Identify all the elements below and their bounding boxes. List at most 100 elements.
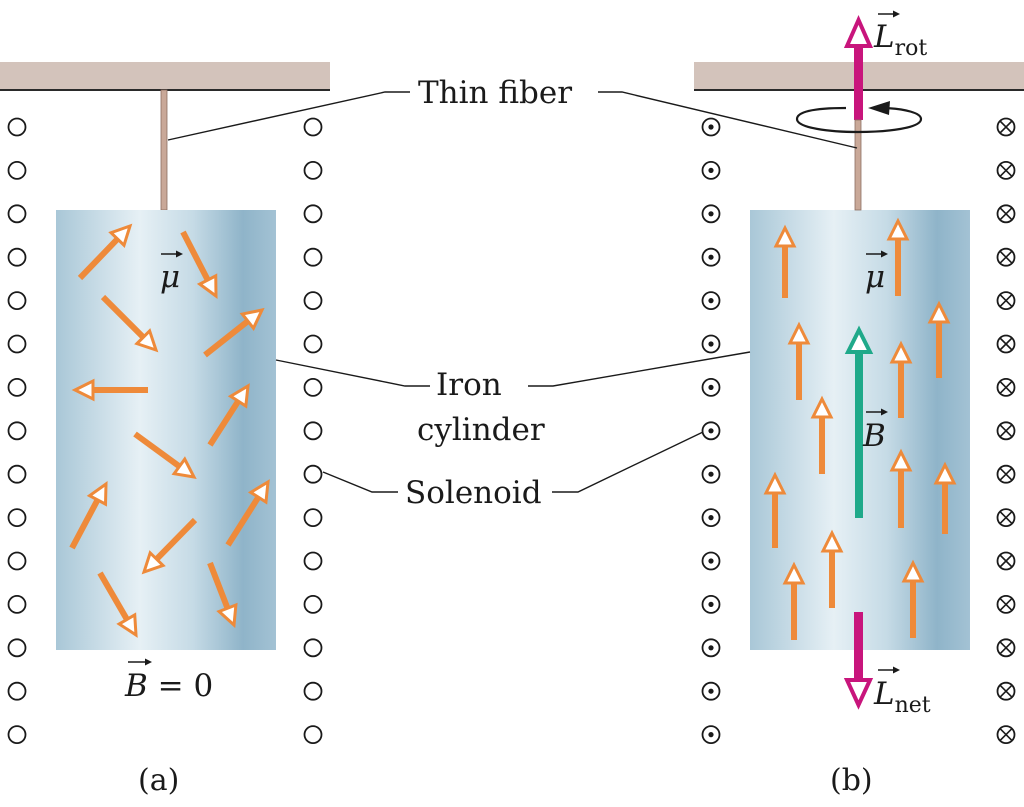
dipole-arrow-b-9 [763, 471, 787, 548]
dipole-arrow-a-6 [207, 383, 250, 447]
mu-symbol-b: μ [865, 259, 885, 295]
coil-circle-a-right-2 [303, 160, 323, 180]
thin-fiber-label: Thin fiber [418, 75, 572, 111]
coil-circle-a-left-15 [7, 725, 27, 744]
dipole-arrow-a-12 [207, 561, 238, 629]
dipole-arrow-a-11 [97, 571, 138, 638]
coil-circle-a-right-5 [303, 291, 323, 311]
coil-dot-b-left-8 [701, 421, 721, 441]
dipole-arrow-b-5 [889, 340, 913, 418]
coil-circle-a-left-4 [7, 247, 27, 267]
b-field-label: B [862, 408, 888, 454]
leader-iron-b [528, 351, 751, 387]
thin-fiber-b [854, 119, 862, 211]
dipole-arrow-a-9 [141, 517, 198, 575]
panel-label-a: (a) [138, 763, 179, 798]
dipole-arrow-a-4 [203, 307, 265, 358]
dipole-arrow-b-6 [810, 395, 834, 474]
leader-iron-a [275, 359, 430, 387]
coil-cross-b-right-13 [996, 638, 1016, 658]
coil-cross-b-right-7 [996, 377, 1016, 397]
leader-solenoid-b [552, 431, 704, 493]
coil-dot-b-left-2 [701, 160, 721, 180]
mu-symbol-a: μ [160, 259, 180, 295]
iron-cylinder-a [56, 210, 276, 650]
coil-circle-a-right-11 [303, 551, 323, 571]
coil-circle-a-right-10 [303, 508, 323, 527]
leader-solenoid-a [322, 471, 398, 493]
dipole-arrow-b-1 [773, 224, 797, 298]
coil-circle-a-right-3 [303, 204, 323, 224]
coil-circle-a-left-10 [7, 508, 27, 527]
dipole-arrow-b-4 [787, 321, 811, 400]
coil-circle-a-right-14 [303, 681, 323, 701]
dipole-arrow-b-12 [901, 559, 925, 638]
b-field-symbol: B [862, 418, 886, 454]
dipole-arrow-a-8 [69, 481, 108, 550]
coil-dot-b-left-4 [701, 247, 721, 267]
coil-cross-b-right-4 [996, 247, 1016, 267]
coil-dot-b-left-1 [701, 117, 721, 137]
solenoid-label: Solenoid [405, 475, 542, 511]
dipole-arrow-b-3 [927, 300, 951, 378]
coil-circle-a-right-9 [303, 464, 323, 484]
coil-cross-b-right-2 [996, 160, 1016, 180]
dipole-arrow-a-2 [180, 230, 218, 299]
coil-cross-b-right-14 [996, 681, 1016, 701]
coil-cross-b-right-12 [996, 595, 1016, 614]
l-rot-label: Lrot [873, 10, 927, 61]
coil-dot-b-left-3 [701, 204, 721, 224]
coil-circle-a-left-14 [7, 681, 27, 701]
leader-lines [167, 91, 858, 493]
coil-circle-a-right-8 [303, 421, 323, 441]
dipole-arrow-b-7 [889, 448, 913, 528]
dipole-arrow-b-11 [782, 561, 806, 640]
l-net-vector [843, 612, 874, 710]
panel-label-b: (b) [830, 763, 873, 798]
l-rot-symbol: L [873, 19, 895, 55]
coil-circle-a-right-7 [303, 377, 323, 397]
dipole-arrows-b [763, 217, 957, 640]
coil-circle-a-right-12 [303, 595, 323, 614]
b-zero-rest: = 0 [148, 668, 213, 704]
dipole-arrow-a-7 [133, 431, 197, 479]
coil-circle-a-right-1 [303, 117, 323, 137]
coil-dot-b-left-12 [701, 595, 721, 614]
coil-cross-b-right-6 [996, 334, 1016, 354]
coil-circle-a-left-11 [7, 551, 27, 571]
ceiling-a [0, 62, 330, 90]
coil-circle-a-left-7 [7, 377, 27, 397]
coil-circle-a-left-5 [7, 291, 27, 311]
coil-dot-b-left-11 [701, 551, 721, 571]
coil-cross-b-right-1 [996, 117, 1016, 137]
panel-b: B μ Lrot Lnet [694, 10, 1024, 798]
coil-cross-b-right-11 [996, 551, 1016, 571]
coil-dot-b-left-15 [701, 725, 721, 744]
coil-circle-a-left-9 [7, 464, 27, 484]
coil-dot-b-left-10 [701, 508, 721, 527]
dipole-arrow-b-10 [820, 529, 844, 608]
dipole-arrow-b-2 [886, 217, 910, 296]
coil-circle-a-left-8 [7, 421, 27, 441]
l-net-subscript: net [895, 693, 931, 718]
solenoid-coil-b-left [701, 117, 721, 744]
coil-circle-a-left-2 [7, 160, 27, 180]
panel-a: μ B = 0 (a) [0, 62, 330, 798]
rotation-arrow [795, 101, 923, 134]
coil-cross-b-right-3 [996, 204, 1016, 224]
coil-circle-a-left-3 [7, 204, 27, 224]
dipole-arrows-a [69, 223, 270, 638]
b-field-vector [844, 325, 874, 518]
coil-circle-a-left-13 [7, 638, 27, 658]
coil-circle-a-left-1 [7, 117, 27, 137]
coil-circle-a-right-6 [303, 334, 323, 354]
cylinder-label: cylinder [417, 412, 545, 448]
l-rot-vector [843, 15, 874, 120]
svg-text:Lnet: Lnet [873, 676, 931, 718]
coil-dot-b-left-6 [701, 334, 721, 354]
mu-label-b: μ [865, 250, 888, 295]
solenoid-coil-b-right [996, 117, 1016, 744]
coil-dot-b-left-5 [701, 291, 721, 311]
coil-dot-b-left-13 [701, 638, 721, 658]
